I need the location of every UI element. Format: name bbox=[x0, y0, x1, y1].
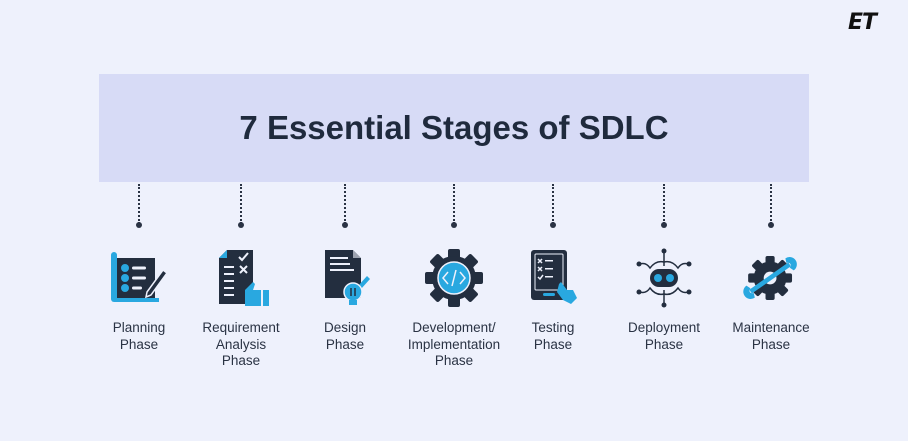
dotted-connector bbox=[453, 184, 455, 224]
connector-dot bbox=[342, 222, 348, 228]
page-title: 7 Essential Stages of SDLC bbox=[239, 109, 669, 146]
et-logo: ET bbox=[848, 10, 877, 35]
connector-dot bbox=[238, 222, 244, 228]
dotted-connector bbox=[240, 184, 242, 224]
connector-dot bbox=[451, 222, 457, 228]
dotted-connector bbox=[770, 184, 772, 224]
connector-dot bbox=[550, 222, 556, 228]
connector-dot bbox=[661, 222, 667, 228]
deployment-robot-network-icon bbox=[632, 246, 696, 310]
planning-checklist-icon bbox=[107, 246, 171, 310]
dotted-connector bbox=[138, 184, 140, 224]
requirement-document-thumbs-up-icon bbox=[209, 246, 273, 310]
dotted-connector bbox=[344, 184, 346, 224]
maintenance-gear-wrench-icon bbox=[739, 246, 803, 310]
design-document-lightbulb-icon bbox=[313, 246, 377, 310]
title-banner: 7 Essential Stages of SDLC bbox=[99, 74, 809, 182]
dotted-connector bbox=[552, 184, 554, 224]
connector-dot bbox=[768, 222, 774, 228]
code-gear-icon bbox=[422, 246, 486, 310]
dotted-connector bbox=[663, 184, 665, 224]
connector-dot bbox=[136, 222, 142, 228]
testing-tablet-icon bbox=[521, 246, 585, 310]
